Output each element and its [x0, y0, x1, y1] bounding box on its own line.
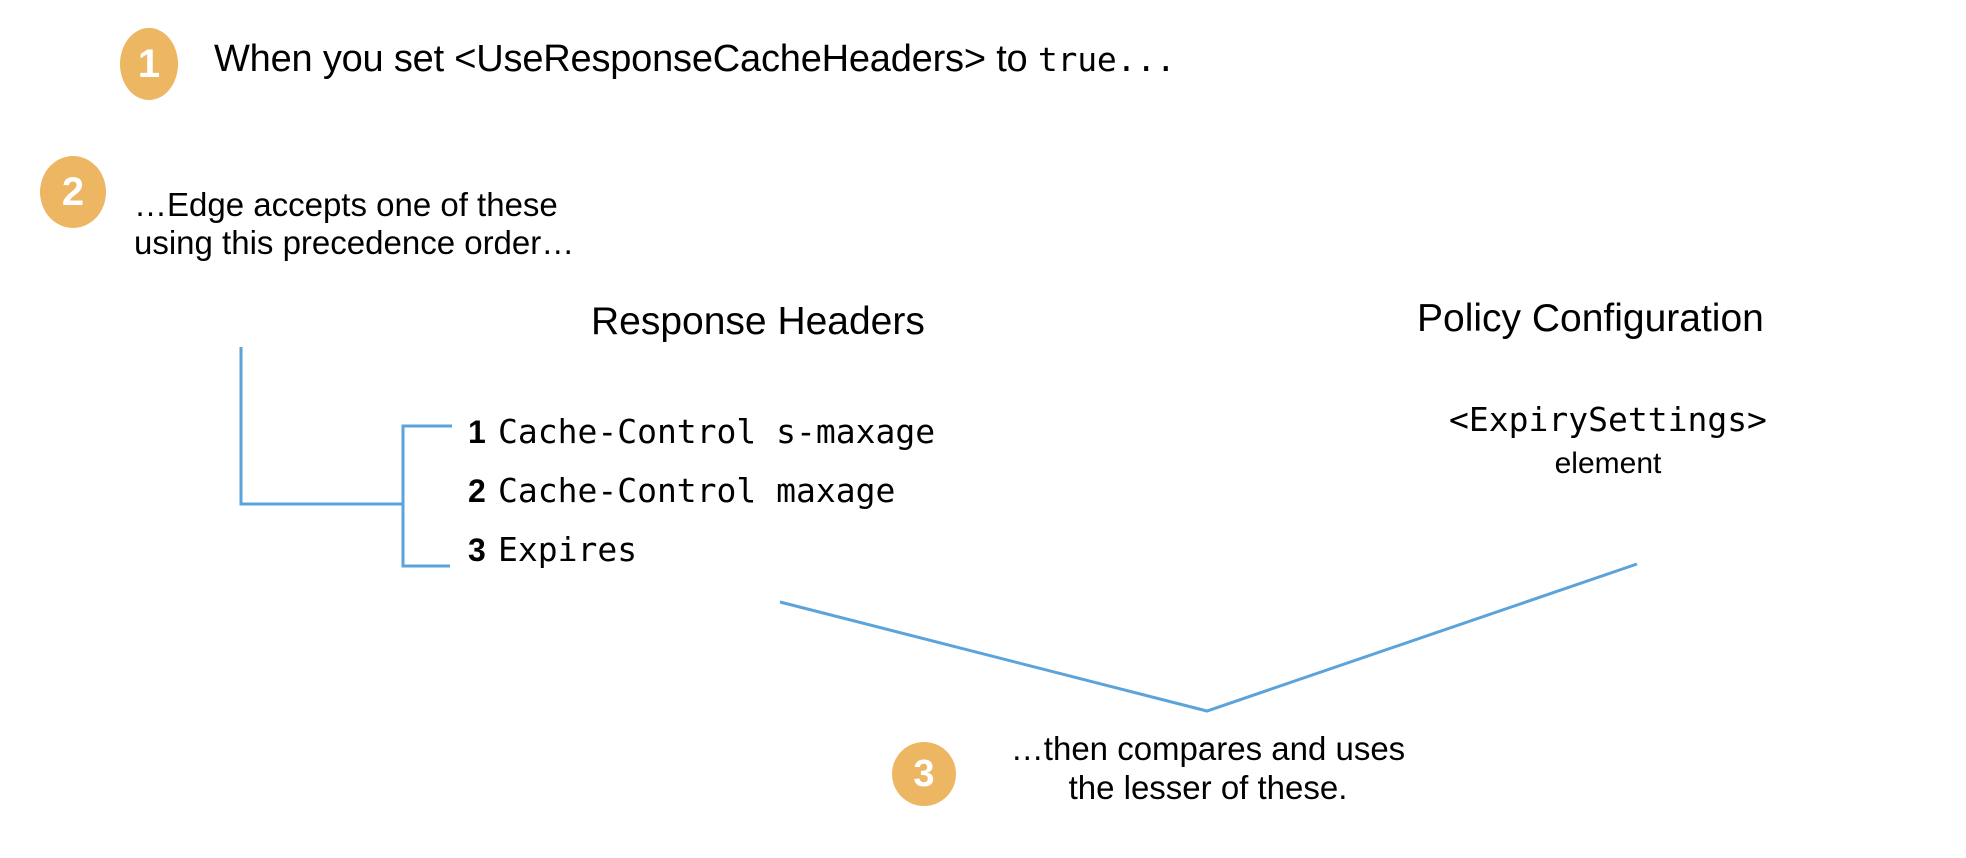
step-1-text-prefix: When you set <UseResponseCacheHeaders> t…: [214, 38, 1038, 80]
step-badge-2-label: 2: [61, 170, 85, 214]
precedence-list: 1 Cache-Control s-maxage 2 Cache-Control…: [468, 412, 935, 589]
expiry-settings-descriptor: element: [1554, 447, 1662, 480]
precedence-row-1: 1 Cache-Control s-maxage: [468, 412, 935, 471]
step-badge-3: 3: [892, 742, 956, 806]
precedence-bracket: [401, 424, 452, 568]
precedence-value-2: Cache-Control maxage: [498, 471, 896, 510]
precedence-row-3: 3 Expires: [468, 530, 935, 589]
precedence-rank-3: 3: [468, 532, 486, 568]
response-headers-header: Response Headers: [591, 300, 925, 343]
step-2-text: …Edge accepts one of these using this pr…: [134, 186, 575, 262]
precedence-row-2: 2 Cache-Control maxage: [468, 471, 935, 530]
step-3-text: …then compares and uses the lesser of th…: [978, 730, 1438, 808]
step-3-line-2: the lesser of these.: [1068, 768, 1348, 806]
step-1-text-mono-value: true...: [1037, 40, 1176, 79]
step2-elbow-connector: [239, 347, 403, 506]
precedence-value-3: Expires: [498, 530, 638, 569]
step-badge-1-label: 1: [137, 42, 161, 86]
precedence-rank-2: 2: [468, 473, 486, 509]
policy-configuration-header: Policy Configuration: [1417, 297, 1764, 340]
step-badge-3-label: 3: [913, 753, 935, 795]
step-1-text: When you set <UseResponseCacheHeaders> t…: [214, 38, 1176, 81]
expiry-settings-tag: <ExpirySettings>: [1449, 400, 1767, 439]
policy-configuration-value: <ExpirySettings> element: [1417, 400, 1799, 481]
step-badge-2: 2: [40, 156, 106, 228]
precedence-rank-1: 1: [468, 414, 486, 450]
step-3-line-1: …then compares and uses: [1010, 730, 1406, 767]
precedence-value-1: Cache-Control s-maxage: [498, 412, 936, 451]
step-badge-1: 1: [120, 28, 178, 100]
